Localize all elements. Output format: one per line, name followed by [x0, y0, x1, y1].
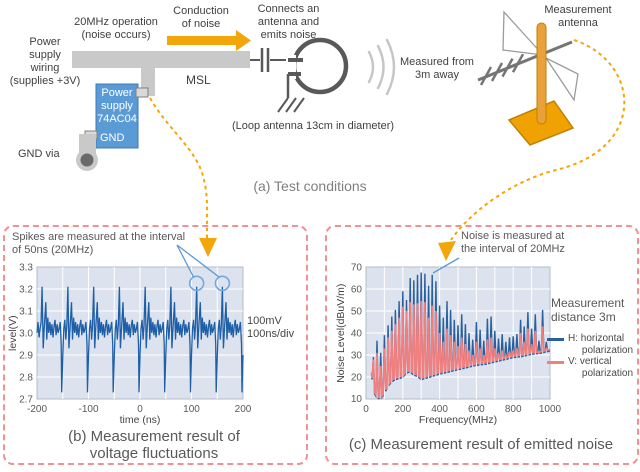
scale-note: 100mV 100ns/div — [247, 315, 295, 340]
svg-text:60: 60 — [351, 285, 363, 296]
radiation-waves-icon — [367, 38, 396, 96]
ground-symbol — [277, 97, 305, 113]
svg-text:2.8: 2.8 — [19, 373, 33, 384]
conduction-arrow — [167, 30, 251, 51]
loop-note-label: (Loop antenna 13cm in diameter) — [232, 120, 395, 132]
spikes-note: Spikes are measured at the interval of 5… — [12, 231, 186, 256]
svg-text:3.2: 3.2 — [19, 285, 33, 296]
svg-text:2.9: 2.9 — [19, 351, 33, 362]
h-polarization-swatch — [547, 338, 564, 341]
conduction-label: Conduction of noise — [173, 5, 229, 30]
svg-text:600: 600 — [468, 404, 485, 415]
svg-text:50: 50 — [351, 307, 363, 318]
svg-text:3.0: 3.0 — [19, 329, 33, 340]
svg-text:1000: 1000 — [539, 404, 562, 415]
section-c-caption: (c) Measurement result of emitted noise — [348, 436, 614, 453]
noise-x-axis-label: Frequency(MHz) — [418, 414, 498, 426]
voltage-y-axis-label: level(V) — [6, 315, 19, 351]
v-polarization-label: V: vertical polarization — [568, 356, 634, 379]
section-a-caption: (a) Test conditions — [253, 178, 367, 194]
leader-arrow-right — [438, 39, 626, 261]
power-supply-chip — [84, 83, 149, 149]
svg-text:0: 0 — [137, 404, 143, 415]
svg-text:70: 70 — [351, 263, 363, 274]
legend-item-horizontal: H: horizontal polarization — [547, 333, 633, 357]
v-polarization-swatch — [547, 361, 564, 364]
svg-text:20: 20 — [351, 373, 363, 384]
legend-item-vertical: V: vertical polarization — [547, 356, 633, 380]
leader-arrow-left — [149, 97, 217, 257]
svg-text:2.7: 2.7 — [19, 395, 33, 406]
antenna-label: Measurement antenna — [544, 4, 612, 29]
gnd-via — [76, 134, 98, 171]
noise-chart: 0 200 400 600 800 1000 10 20 30 40 50 60 70 — [351, 257, 562, 415]
measured-from-label: Measured from 3m away — [400, 56, 474, 81]
chip-gnd-label: GND — [100, 132, 125, 144]
svg-text:-100: -100 — [78, 404, 98, 415]
svg-text:3.3: 3.3 — [19, 263, 33, 274]
gnd-via-label: GND via — [18, 148, 60, 160]
svg-text:40: 40 — [351, 329, 363, 340]
voltage-x-axis-label: time (ns) — [119, 414, 161, 426]
svg-text:200: 200 — [394, 404, 411, 415]
loop-antenna — [277, 37, 349, 113]
svg-text:10: 10 — [351, 394, 363, 405]
chip-label: Power supply 74AC04 — [97, 87, 137, 125]
svg-text:0: 0 — [363, 404, 369, 415]
capacitor-symbol — [250, 48, 294, 72]
noise-note: Noise is measured at the interval of 20M… — [461, 230, 565, 255]
voltage-chart: -200 -100 0 100 200 2.7 2.8 2.9 3.0 3.1 3.2 3.3 — [19, 244, 252, 415]
svg-text:3.1: 3.1 — [19, 307, 33, 318]
noise-y-axis-label: Noise Level(dBuV/m) — [334, 283, 347, 383]
svg-text:800: 800 — [505, 404, 522, 415]
operation-label: 20MHz operation (noise occurs) — [74, 16, 158, 41]
power-wiring-label: Power supply wiring (supplies +3V) — [9, 36, 81, 87]
svg-text:400: 400 — [431, 404, 448, 415]
connects-label: Connects an antenna and emits noise — [257, 3, 320, 41]
svg-text:100: 100 — [183, 404, 200, 415]
h-polarization-label: H: horizontal polarization — [568, 333, 634, 356]
svg-text:30: 30 — [351, 351, 363, 362]
svg-text:-200: -200 — [27, 404, 47, 415]
distance-note: Measurement distance 3m — [551, 296, 625, 325]
section-b-caption: (b) Measurement result of voltage fluctu… — [68, 428, 240, 462]
svg-text:200: 200 — [235, 404, 252, 415]
measurement-antenna — [477, 10, 579, 146]
msl-label: MSL — [186, 73, 211, 87]
